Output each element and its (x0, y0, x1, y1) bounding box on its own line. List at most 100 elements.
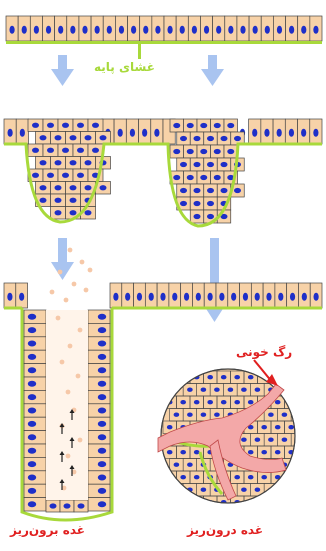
endocrine-cell (170, 484, 184, 497)
cell-nucleus (160, 293, 165, 301)
cell-nucleus (194, 450, 200, 454)
cell-nucleus (28, 434, 36, 440)
cell-nucleus (200, 123, 207, 128)
cell-nucleus (28, 421, 36, 427)
cell-nucleus (214, 123, 221, 128)
cell-nucleus (221, 136, 228, 141)
cell-nucleus (194, 500, 200, 504)
cell-nucleus (180, 400, 186, 404)
cell-nucleus (200, 149, 207, 154)
cell-nucleus (266, 293, 271, 301)
cell-nucleus (248, 475, 254, 479)
cell-nucleus (248, 400, 254, 404)
cell-nucleus (95, 26, 100, 34)
cell-nucleus (98, 434, 106, 440)
cell-nucleus (137, 293, 142, 301)
cell-nucleus (173, 175, 180, 180)
cell-nucleus (234, 375, 240, 379)
cell-nucleus (302, 293, 307, 301)
secretion-dot (76, 374, 81, 379)
cell-nucleus (214, 149, 221, 154)
cell-nucleus (55, 160, 62, 165)
cell-nucleus (55, 210, 62, 215)
cell-nucleus (28, 475, 36, 481)
cell-nucleus (264, 129, 269, 137)
cell-nucleus (119, 26, 124, 34)
cell-nucleus (252, 129, 257, 137)
cell-nucleus (265, 26, 270, 34)
cell-nucleus (184, 293, 189, 301)
basal-membrane-tick (138, 43, 141, 59)
cell-nucleus (240, 26, 245, 34)
cell-nucleus (55, 135, 62, 140)
cell-nucleus (180, 500, 186, 504)
cell-nucleus (28, 408, 36, 414)
cell-nucleus (207, 201, 214, 206)
cell-nucleus (275, 500, 281, 504)
cell-nucleus (142, 129, 147, 137)
cell-nucleus (194, 400, 200, 404)
cell-nucleus (40, 135, 47, 140)
cell-nucleus (98, 448, 106, 454)
cell-nucleus (234, 188, 241, 193)
cell-nucleus (70, 26, 75, 34)
cell-nucleus (50, 503, 57, 508)
cell-nucleus (214, 388, 220, 392)
cell-nucleus (216, 26, 221, 34)
cell-nucleus (228, 388, 234, 392)
cell-nucleus (174, 488, 180, 492)
cell-nucleus (7, 293, 12, 301)
cell-nucleus (200, 175, 207, 180)
cell-nucleus (194, 201, 201, 206)
cell-nucleus (70, 135, 77, 140)
cell-nucleus (64, 503, 71, 508)
cell-nucleus (241, 488, 247, 492)
cell-nucleus (248, 500, 254, 504)
cell-nucleus (98, 341, 106, 347)
endocrine-cell (291, 484, 305, 497)
epithelial-invagination-left (28, 119, 111, 219)
cell-nucleus (98, 314, 106, 320)
cell-nucleus (98, 367, 106, 373)
cell-nucleus (125, 293, 130, 301)
cell-nucleus (85, 135, 92, 140)
cell-nucleus (173, 149, 180, 154)
cell-nucleus (167, 425, 173, 429)
cell-nucleus (207, 136, 214, 141)
cell-nucleus (98, 475, 106, 481)
cell-nucleus (92, 123, 99, 128)
secretion-dot (72, 282, 77, 287)
cell-nucleus (98, 327, 106, 333)
secretion-dot (78, 438, 83, 443)
cell-nucleus (180, 136, 187, 141)
cell-nucleus (174, 413, 180, 417)
cell-nucleus (180, 162, 187, 167)
secretion-dot (58, 270, 63, 275)
cell-nucleus (248, 450, 254, 454)
cell-nucleus (253, 26, 258, 34)
cell-nucleus (28, 367, 36, 373)
cell-nucleus (295, 488, 301, 492)
cell-nucleus (28, 381, 36, 387)
cell-nucleus (100, 135, 107, 140)
cell-nucleus (19, 293, 24, 301)
cell-nucleus (167, 450, 173, 454)
cell-nucleus (40, 198, 47, 203)
cell-nucleus (98, 488, 106, 494)
cell-nucleus (241, 438, 247, 442)
cell-nucleus (234, 475, 240, 479)
cell-nucleus (282, 438, 288, 442)
cell-nucleus (275, 375, 281, 379)
endocrine-cell (163, 371, 177, 384)
cell-nucleus (282, 488, 288, 492)
cell-nucleus (295, 463, 301, 467)
cell-nucleus (295, 438, 301, 442)
cell-nucleus (107, 26, 112, 34)
cell-nucleus (173, 123, 180, 128)
cell-nucleus (227, 149, 234, 154)
cell-nucleus (288, 475, 294, 479)
cell-nucleus (228, 26, 233, 34)
cell-nucleus (180, 375, 186, 379)
secretion-dot (84, 288, 89, 293)
